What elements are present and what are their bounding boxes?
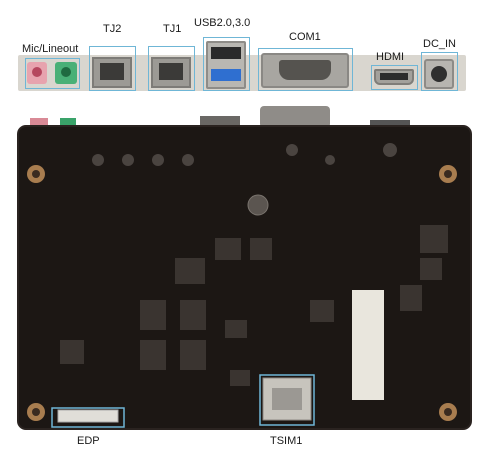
hdmi-highlight — [371, 65, 418, 90]
usb-highlight — [203, 37, 250, 91]
sim-card-slot — [262, 377, 312, 421]
tsim1-label: TSIM1 — [270, 435, 303, 447]
rj45-port-tj2-socket — [100, 63, 124, 80]
mic-lineout-highlight — [25, 58, 80, 89]
board-top-connector-db9 — [260, 106, 330, 128]
com1-highlight — [258, 48, 353, 91]
com1-label: COM1 — [289, 31, 321, 43]
heatsink-screw — [247, 194, 269, 216]
usb2-port — [211, 47, 241, 59]
usb3-port — [211, 69, 241, 81]
hdmi-port-socket — [380, 73, 408, 80]
mic-jack-hole — [32, 67, 42, 77]
edp-label: EDP — [77, 435, 100, 447]
mounting-holes — [27, 165, 457, 421]
board-top-connector-hdmi — [370, 120, 410, 128]
tj2-label: TJ2 — [103, 23, 122, 35]
usb-label: USB2.0,3.0 — [194, 17, 251, 29]
edp-connector — [57, 409, 119, 423]
board-top-connector-green — [60, 118, 76, 128]
tsim1-highlight — [259, 374, 315, 426]
com1-serial-port-dsub — [279, 60, 331, 80]
tj1-label: TJ1 — [163, 23, 182, 35]
serial-sticker — [352, 290, 384, 400]
rj45-port-tj1-socket — [159, 63, 183, 80]
board-top-connector-audio — [30, 118, 48, 128]
edp-highlight — [51, 407, 125, 428]
hdmi-label: HDMI — [376, 51, 405, 63]
dc-in-label: DC_IN — [423, 38, 457, 50]
board-components — [60, 225, 448, 386]
tj2-highlight — [89, 46, 136, 91]
mic-lineout-label: Mic/Lineout — [22, 43, 79, 55]
dc-in-highlight — [421, 52, 458, 91]
tj1-highlight — [148, 46, 195, 91]
dc-in-jack-hole — [431, 66, 447, 82]
lineout-jack-hole — [61, 67, 71, 77]
